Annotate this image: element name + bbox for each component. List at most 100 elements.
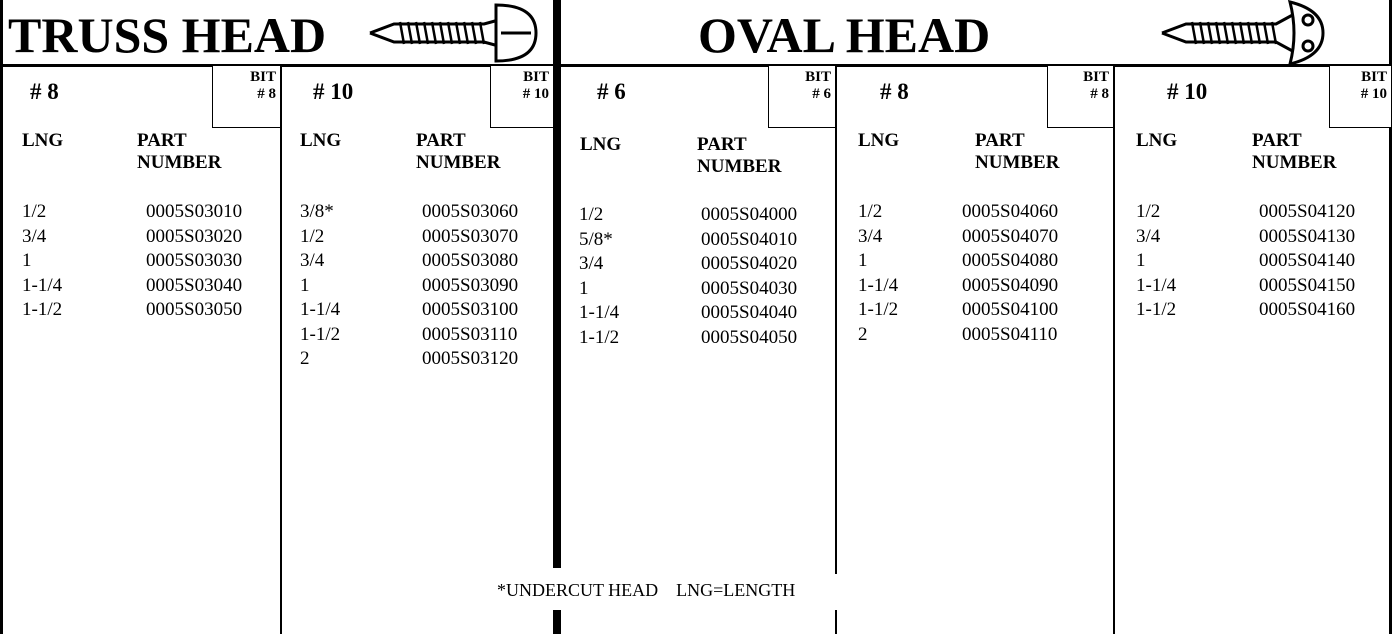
bit-label: BIT (523, 69, 549, 85)
bit-size: # 10 (1360, 86, 1387, 102)
list-item: 1-1/2 0005S03050 (22, 298, 242, 323)
list-item: 1/2 0005S03070 (300, 225, 518, 250)
list-item: 1-1/4 0005S04090 (858, 274, 1058, 299)
part-number: 0005S04150 (1259, 274, 1356, 296)
size-label: # 6 (597, 79, 626, 104)
list-item: 1-1/2 0005S04100 (858, 298, 1058, 323)
footnote: *UNDERCUT HEAD LNG=LENGTH (497, 580, 796, 600)
bit-box: BIT # 6 (768, 66, 835, 128)
length-value: 1-1/2 (579, 326, 620, 348)
list-item: 1-1/4 0005S04150 (1136, 274, 1355, 299)
length-value: 1-1/2 (858, 299, 899, 320)
bit-box: BIT # 10 (1329, 66, 1391, 128)
lng-header: LNG (300, 130, 342, 151)
part-number: 0005S04040 (701, 302, 798, 323)
title-underline (0, 64, 1392, 67)
part-number: 0005S03120 (422, 348, 519, 369)
bit-box: BIT # 8 (1047, 66, 1113, 128)
column-divider-3 (835, 64, 837, 574)
part-number-header: PART NUMBER (1252, 130, 1336, 174)
length-value: 1 (22, 250, 32, 271)
part-number: 0005S04060 (962, 201, 1059, 222)
length-value: 3/8* (300, 201, 334, 222)
length-value: 1-1/4 (22, 274, 63, 296)
part-number-header: PART NUMBER (975, 130, 1059, 174)
length-value: 1 (858, 250, 868, 271)
length-value: 1-1/4 (858, 274, 899, 296)
part-number: 0005S03050 (146, 299, 243, 320)
part-number: 0005S04100 (962, 299, 1059, 320)
part-number-header: PART NUMBER (416, 130, 500, 174)
length-value: 1/2 (300, 225, 325, 247)
part-number: 0005S04140 (1259, 250, 1356, 271)
column-divider-4 (1113, 64, 1115, 634)
right-border (1389, 0, 1392, 634)
part-number: 0005S03030 (146, 250, 243, 271)
list-item: 3/4 0005S04070 (858, 225, 1058, 250)
part-number: 0005S03090 (422, 274, 519, 296)
bit-label: BIT (1083, 69, 1109, 85)
part-header-line1: PART (137, 130, 187, 151)
part-number: 0005S04010 (701, 228, 798, 250)
list-item: 1 0005S04140 (1136, 249, 1355, 274)
part-number: 0005S04080 (962, 250, 1059, 271)
bit-box: BIT # 10 (490, 66, 553, 128)
part-header-line2: NUMBER (975, 152, 1060, 173)
length-value: 1-1/2 (22, 299, 63, 320)
list-item: 1 0005S03030 (22, 249, 242, 274)
part-number: 0005S04090 (962, 274, 1059, 296)
size-label: # 8 (30, 79, 59, 104)
part-number: 0005S04020 (701, 253, 798, 274)
oval-head-screw-icon (1161, 0, 1325, 67)
length-value: 3/4 (858, 225, 883, 247)
truss-head-screw-icon (369, 3, 538, 63)
bit-size: # 8 (1090, 86, 1109, 102)
part-header-line1: PART (697, 134, 747, 155)
list-item: 3/4 0005S04020 (579, 252, 797, 277)
length-value: 1-1/2 (300, 323, 341, 345)
list-item: 1/2 0005S04060 (858, 200, 1058, 225)
length-value: 1/2 (1136, 201, 1161, 222)
part-number: 0005S03070 (422, 225, 519, 247)
part-number: 0005S03100 (422, 299, 519, 320)
part-number: 0005S04070 (962, 225, 1059, 247)
part-header-line1: PART (416, 130, 466, 151)
section-divider (553, 0, 561, 568)
section-divider-lower (553, 610, 561, 634)
length-value: 1 (300, 274, 310, 296)
length-value: 2 (858, 323, 868, 345)
length-value: 1/2 (858, 201, 883, 222)
length-value: 1/2 (579, 204, 604, 225)
length-value: 1-1/4 (1136, 274, 1177, 296)
part-header-line2: NUMBER (416, 152, 501, 173)
bit-size: # 6 (812, 86, 831, 102)
left-border (0, 0, 3, 634)
lng-header: LNG (22, 130, 64, 151)
size-label: # 10 (313, 79, 354, 104)
part-header-line2: NUMBER (697, 156, 782, 177)
part-number: 0005S03080 (422, 250, 519, 271)
length-value: 1-1/4 (300, 299, 341, 320)
length-value: 3/4 (579, 253, 604, 274)
part-number: 0005S04030 (701, 277, 798, 299)
bit-label: BIT (805, 69, 831, 85)
part-number-header: PART NUMBER (697, 134, 781, 178)
lng-header: LNG (858, 130, 900, 151)
length-value: 3/4 (300, 250, 325, 271)
length-value: 1 (1136, 250, 1146, 271)
part-number-header: PART NUMBER (137, 130, 221, 174)
bit-label: BIT (250, 69, 276, 85)
length-value: 3/4 (22, 225, 47, 247)
